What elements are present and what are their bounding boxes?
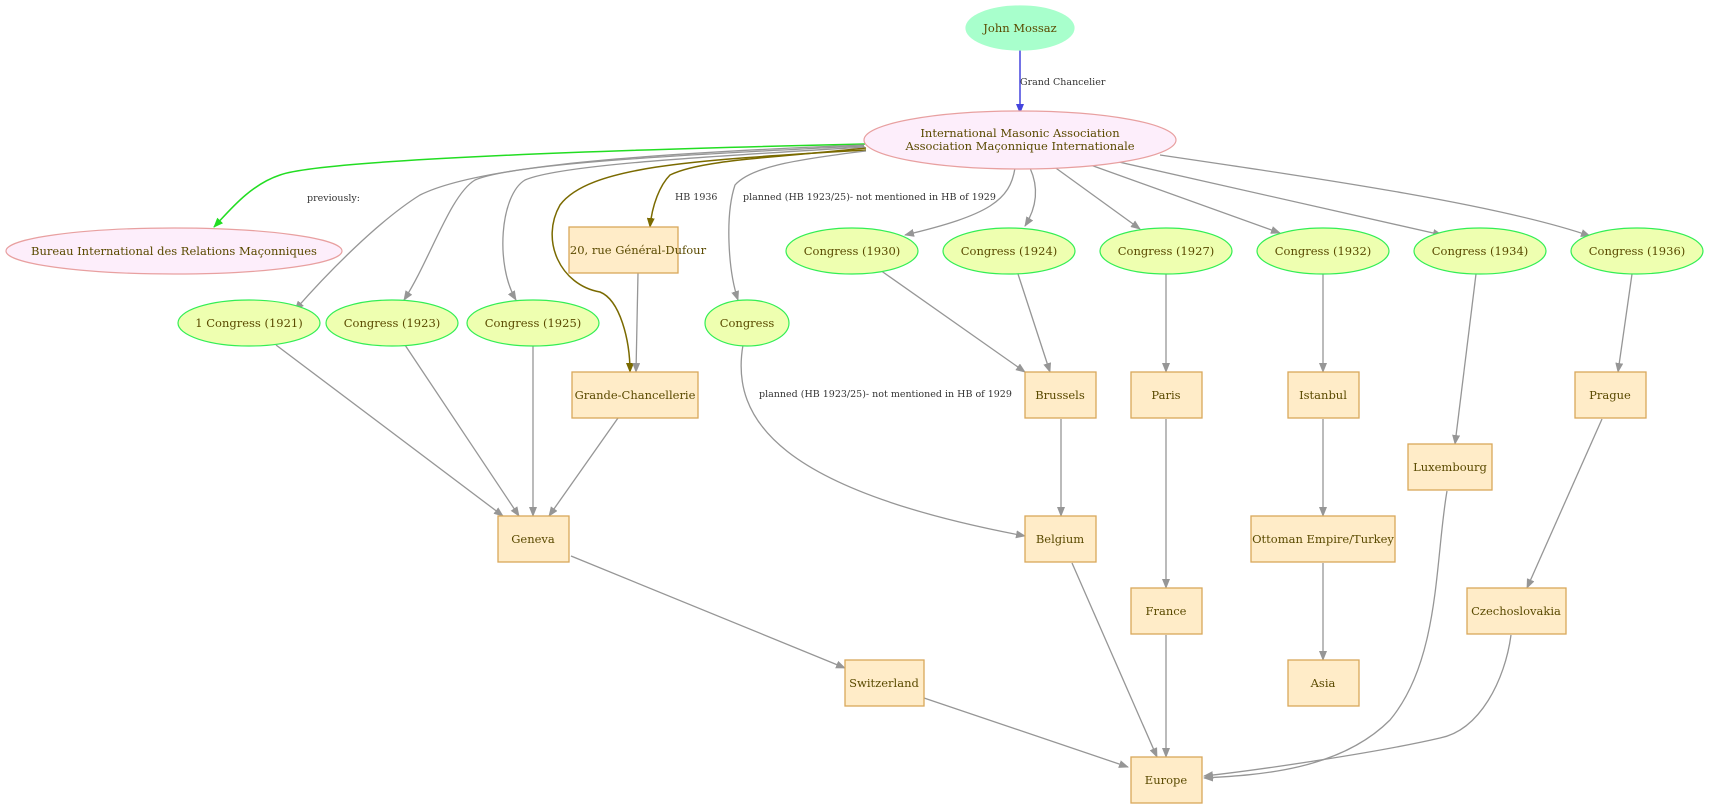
node-label: Grande-Chancellerie: [575, 388, 696, 402]
node-label: Congress (1923): [344, 316, 441, 330]
node-label: 20, rue Général-Dufour: [570, 243, 707, 257]
node-label: Congress (1927): [1118, 244, 1215, 258]
node-label: Congress (1932): [1275, 244, 1372, 258]
edge-label-previously: previously:: [307, 193, 360, 204]
edges: [213, 50, 1633, 782]
edge-rue-grande: [632, 272, 641, 373]
edge-ima-bureau: [213, 143, 866, 228]
node-label-line2: Association Maçonnique Internationale: [904, 139, 1134, 153]
edge-c1934-luxembourg: [1452, 273, 1477, 445]
node-label: Congress (1934): [1432, 244, 1529, 258]
edge-c1924-brussels: [1017, 273, 1052, 373]
node-asia[interactable]: Asia: [1287, 659, 1360, 707]
node-prague[interactable]: Prague: [1574, 371, 1647, 419]
nodes: John Mossaz International Masonic Associ…: [5, 5, 1704, 804]
node-label: Switzerland: [849, 676, 919, 690]
node-europe[interactable]: Europe: [1130, 756, 1203, 804]
node-label: Prague: [1589, 388, 1631, 402]
edge-geneva-switzerland: [570, 555, 846, 669]
node-label: Brussels: [1035, 388, 1085, 402]
node-label-line1: International Masonic Association: [920, 126, 1120, 140]
edge-switzerland-europe: [923, 697, 1129, 768]
edge-ima-c1936: [1159, 154, 1591, 237]
node-congress-1936[interactable]: Congress (1936): [1570, 227, 1704, 275]
node-switzerland[interactable]: Switzerland: [844, 659, 925, 707]
edge-ima-c1921: [294, 144, 865, 311]
node-czechoslovakia[interactable]: Czechoslovakia: [1466, 587, 1567, 635]
edge-ima-c1924: [1024, 167, 1037, 227]
node-label: Geneva: [511, 532, 555, 546]
node-congress-1925[interactable]: Congress (1925): [466, 299, 600, 347]
node-ima[interactable]: International Masonic Association Associ…: [863, 110, 1177, 170]
edge-ima-c1923: [403, 145, 865, 301]
node-label: 1 Congress (1921): [195, 316, 302, 330]
node-bureau[interactable]: Bureau International des Relations Maçon…: [5, 227, 343, 275]
edge-ima-c1930: [904, 167, 1016, 237]
edge-grande-geneva: [548, 417, 619, 517]
edge-ima-c1925: [502, 146, 866, 301]
edge-label-planned-mid: planned (HB 1923/25)- not mentioned in H…: [759, 389, 1012, 400]
node-label: Istanbul: [1299, 388, 1347, 402]
node-congress-1921[interactable]: 1 Congress (1921): [177, 299, 321, 347]
edge-ima-c1927: [1052, 165, 1141, 230]
node-rue-general-dufour[interactable]: 20, rue Général-Dufour: [568, 226, 707, 274]
edge-label-hb1936: HB 1936: [675, 192, 717, 203]
node-label: Ottoman Empire/Turkey: [1252, 532, 1394, 546]
node-geneva[interactable]: Geneva: [497, 515, 570, 563]
edge-prague-czech: [1526, 418, 1603, 589]
edge-label-planned-top: planned (HB 1923/25)- not mentioned in H…: [743, 192, 996, 203]
node-ottoman-empire-turkey[interactable]: Ottoman Empire/Turkey: [1250, 515, 1396, 563]
edge-c1921-geneva: [275, 344, 504, 517]
edge-c1923-geneva: [404, 344, 520, 517]
edge-c1936-prague: [1615, 273, 1633, 373]
node-congress-1930[interactable]: Congress (1930): [785, 227, 919, 275]
edge-labels: Grand Chancelier previously: HB 1936 pla…: [307, 77, 1106, 400]
edge-belgium-europe: [1071, 562, 1158, 758]
node-congress[interactable]: Congress: [704, 299, 790, 347]
edge-czech-europe: [1203, 634, 1512, 780]
node-istanbul[interactable]: Istanbul: [1287, 371, 1360, 419]
node-grande-chancellerie[interactable]: Grande-Chancellerie: [571, 371, 699, 419]
edge-ima-c1934: [1109, 159, 1443, 237]
edge-ima-grande: [551, 149, 867, 373]
node-luxembourg[interactable]: Luxembourg: [1407, 443, 1493, 491]
node-congress-1927[interactable]: Congress (1927): [1099, 227, 1233, 275]
edge-ima-rue: [646, 147, 867, 228]
node-label: Bureau International des Relations Maçon…: [31, 244, 317, 258]
node-label: France: [1146, 604, 1187, 618]
node-paris[interactable]: Paris: [1130, 371, 1203, 419]
node-label: Paris: [1151, 388, 1180, 402]
node-label: John Mossaz: [982, 21, 1056, 35]
node-label: Czechoslovakia: [1471, 604, 1561, 618]
node-john-mossaz[interactable]: John Mossaz: [965, 5, 1075, 51]
edge-ima-congress: [728, 150, 867, 301]
node-congress-1932[interactable]: Congress (1932): [1256, 227, 1390, 275]
node-label: Europe: [1145, 773, 1188, 787]
edge-c1930-brussels: [879, 269, 1026, 373]
node-label: Congress (1924): [961, 244, 1058, 258]
node-label: Congress (1936): [1589, 244, 1686, 258]
node-label: Congress: [720, 316, 775, 330]
edge-luxembourg-europe: [1203, 490, 1448, 782]
node-brussels[interactable]: Brussels: [1024, 371, 1097, 419]
node-congress-1934[interactable]: Congress (1934): [1413, 227, 1547, 275]
node-france[interactable]: France: [1130, 587, 1203, 635]
node-congress-1924[interactable]: Congress (1924): [942, 227, 1076, 275]
edge-label-grand-chancelier: Grand Chancelier: [1020, 77, 1106, 88]
edge-ima-c1932: [1084, 162, 1281, 234]
node-label: Congress (1925): [485, 316, 582, 330]
node-label: Congress (1930): [804, 244, 901, 258]
node-belgium[interactable]: Belgium: [1024, 515, 1097, 563]
node-label: Belgium: [1036, 532, 1084, 546]
node-congress-1923[interactable]: Congress (1923): [325, 299, 459, 347]
node-label: Luxembourg: [1413, 460, 1487, 474]
edge-congress-belgium: [740, 344, 1026, 539]
node-label: Asia: [1310, 676, 1336, 690]
